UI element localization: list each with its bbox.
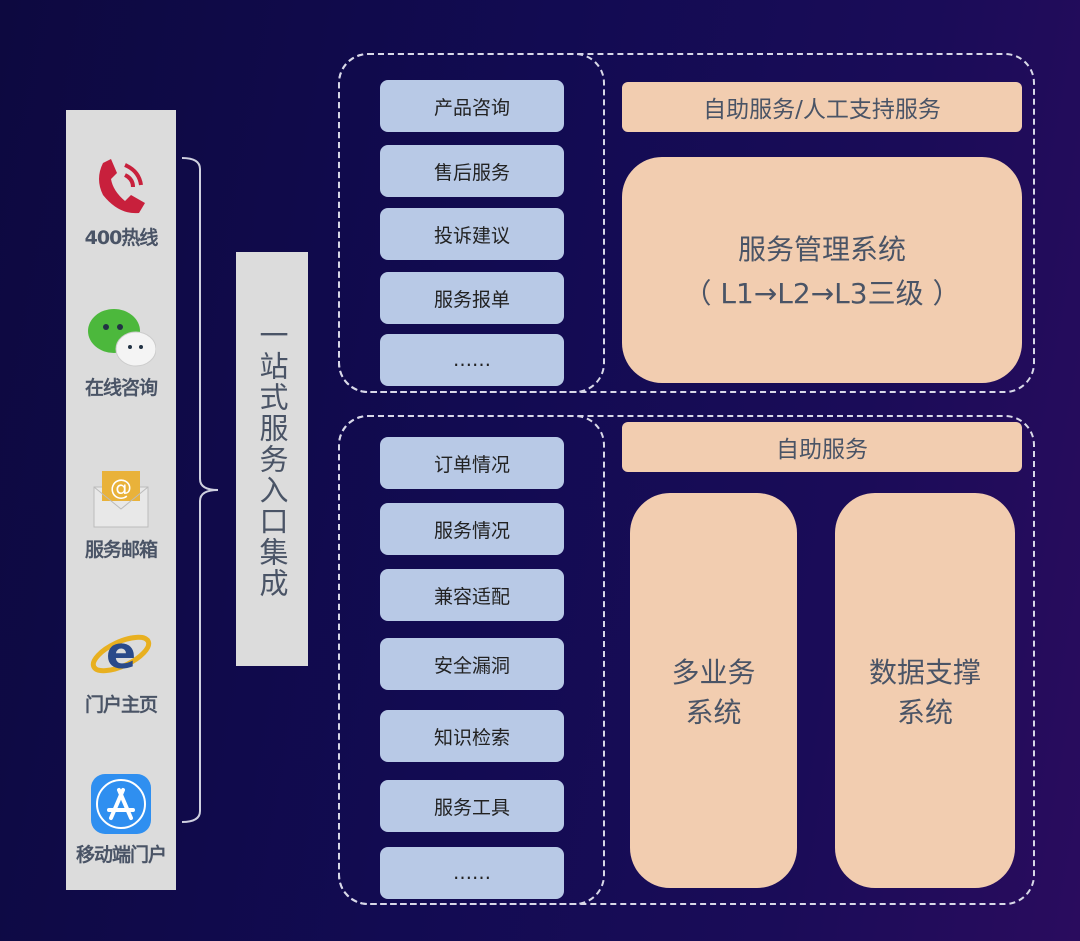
channel-label: 门户主页 <box>84 694 158 716</box>
channel-label: 在线咨询 <box>84 377 158 399</box>
box-line: 系统 <box>685 695 742 729</box>
box-line: 系统 <box>896 695 953 729</box>
multi-business-system: 多业务 系统 <box>630 493 797 888</box>
wechat-icon <box>88 309 156 367</box>
integration-box: 一站式服务入口集成 <box>236 252 308 666</box>
svg-text:@: @ <box>110 476 132 501</box>
bottom-header: 自助服务 <box>622 422 1022 472</box>
channel-email: @ 服务邮箱 <box>66 465 176 562</box>
phone-icon <box>99 159 145 214</box>
service-item: 售后服务 <box>380 145 564 197</box>
ie-browser-icon: e <box>90 628 152 679</box>
box-line: 多业务 <box>671 655 756 689</box>
mail-icon: @ <box>93 471 149 528</box>
service-item: 投诉建议 <box>380 208 564 260</box>
system-title: 服务管理系统 <box>737 233 906 266</box>
integration-label: 一站式服务入口集成 <box>255 319 289 599</box>
service-item: 订单情况 <box>380 437 564 489</box>
service-item: …… <box>380 847 564 899</box>
service-item: …… <box>380 334 564 386</box>
channel-mobile: 移动端门户 <box>66 772 176 867</box>
service-management-system: 服务管理系统 （ L1→L2→L3三级 ） <box>622 157 1022 383</box>
channel-panel: 400热线 在线咨询 @ 服务邮箱 e 门户主页 移动端门户 <box>66 110 176 890</box>
box-line: 数据支撑 <box>868 655 981 689</box>
system-subtitle: （ L1→L2→L3三级 ） <box>683 277 961 310</box>
channel-label: 服务邮箱 <box>84 539 158 561</box>
top-items-frame <box>338 53 605 393</box>
bracket-connector <box>181 157 219 823</box>
service-item: 知识检索 <box>380 710 564 762</box>
service-item: 服务报单 <box>380 272 564 324</box>
svg-text:e: e <box>106 628 136 679</box>
channel-online: 在线咨询 <box>66 305 176 400</box>
channel-label: 移动端门户 <box>75 844 167 866</box>
channel-portal: e 门户主页 <box>66 622 176 717</box>
channel-hotline: 400热线 <box>66 155 176 250</box>
app-store-icon <box>91 774 151 834</box>
service-item: 安全漏洞 <box>380 638 564 690</box>
bottom-items-frame <box>338 415 605 905</box>
top-header: 自助服务/人工支持服务 <box>622 82 1022 132</box>
service-item: 产品咨询 <box>380 80 564 132</box>
channel-label: 400热线 <box>84 227 159 249</box>
service-item: 服务工具 <box>380 780 564 832</box>
service-item: 兼容适配 <box>380 569 564 621</box>
service-item: 服务情况 <box>380 503 564 555</box>
data-support-system: 数据支撑 系统 <box>835 493 1015 888</box>
